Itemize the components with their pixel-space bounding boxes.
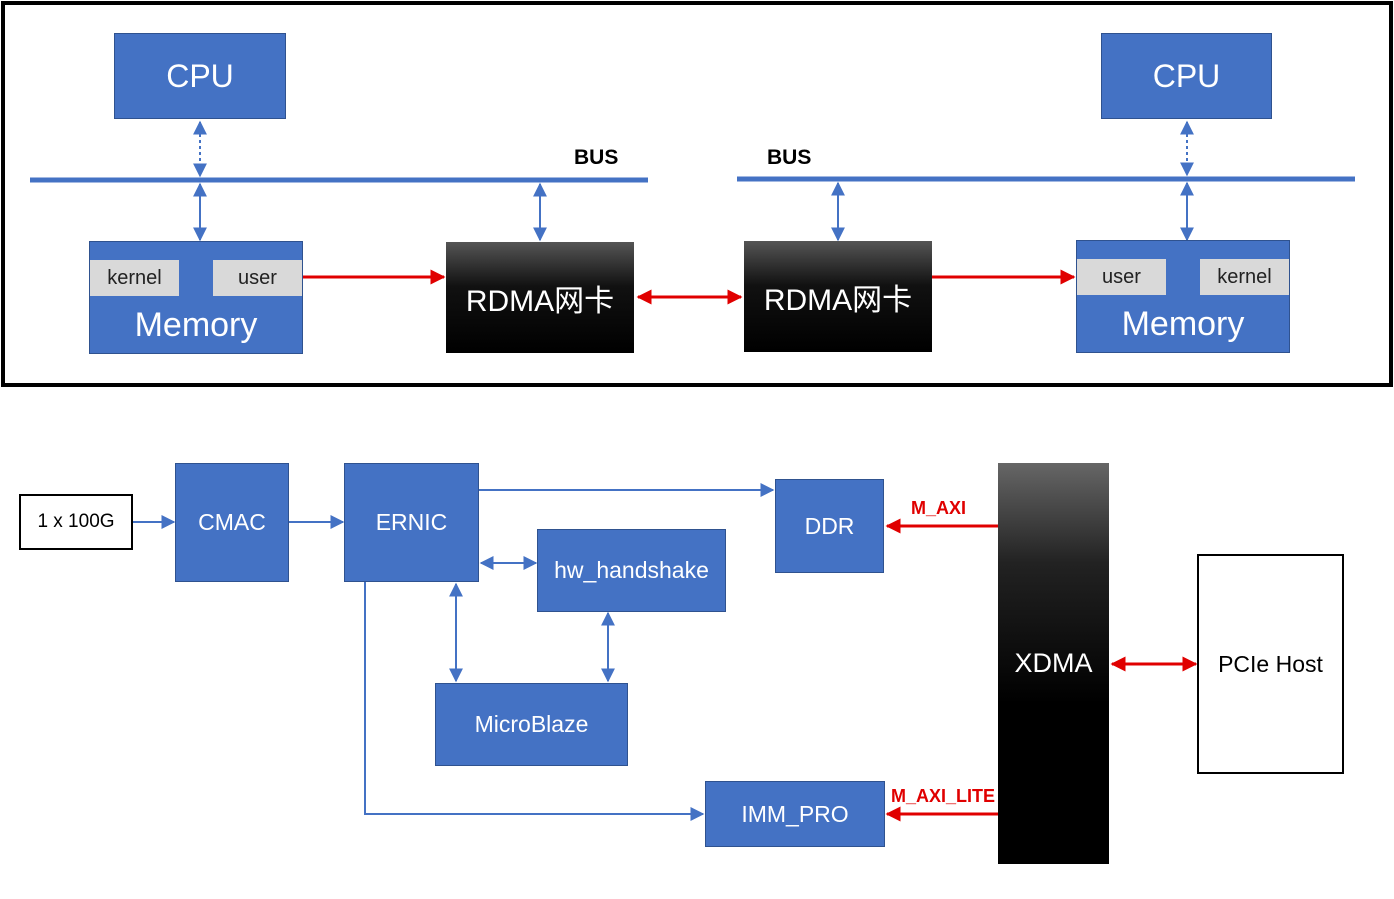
right-memory-label: Memory	[1121, 305, 1245, 343]
right-rdma-nic-label: RDMA网卡	[763, 283, 913, 317]
m-axi-lite-label: M_AXI_LITE	[891, 786, 996, 806]
left-rdma-nic-block: RDMA网卡	[446, 242, 634, 353]
right-kernel-region: kernel	[1200, 259, 1289, 295]
left-cpu-block: CPU	[114, 33, 286, 119]
hw-handshake-block: hw_handshake	[537, 529, 726, 612]
xdma-block: XDMA	[998, 463, 1109, 864]
left-bus-label: BUS	[574, 146, 619, 169]
left-rdma-nic-label: RDMA网卡	[465, 284, 615, 318]
cmac-label: CMAC	[198, 509, 266, 535]
imm-pro-label: IMM_PRO	[741, 800, 849, 827]
right-cpu-label: CPU	[1152, 57, 1221, 94]
ernic-label: ERNIC	[375, 509, 448, 535]
m-axi-label: M_AXI	[911, 498, 967, 518]
ernic-to-imm-pro-arrow	[364, 582, 705, 821]
port-label: 1 x 100G	[37, 511, 115, 532]
right-user-region: user	[1077, 259, 1166, 295]
imm-pro-block: IMM_PRO	[705, 781, 885, 847]
left-cpu-label: CPU	[166, 57, 234, 94]
right-bus-label: BUS	[767, 146, 812, 169]
pcie-host-block: PCIe Host	[1197, 554, 1344, 774]
port-block: 1 x 100G	[19, 494, 133, 550]
left-memory-block: kernel user Memory	[89, 241, 303, 354]
right-cpu-block: CPU	[1101, 33, 1272, 119]
ddr-block: DDR	[775, 479, 884, 573]
ernic-block: ERNIC	[344, 463, 479, 582]
microblaze-label: MicroBlaze	[474, 711, 589, 737]
xdma-label: XDMA	[1014, 648, 1093, 678]
pcie-host-label: PCIe Host	[1218, 650, 1323, 677]
left-memory-label: Memory	[134, 306, 258, 344]
ddr-label: DDR	[804, 512, 855, 539]
right-rdma-nic-block: RDMA网卡	[744, 241, 932, 352]
cmac-block: CMAC	[175, 463, 289, 582]
hw-handshake-label: hw_handshake	[554, 557, 709, 583]
microblaze-block: MicroBlaze	[435, 683, 628, 766]
left-kernel-region: kernel	[90, 260, 179, 296]
left-user-region: user	[213, 260, 302, 296]
right-memory-block: user kernel Memory	[1076, 240, 1290, 353]
